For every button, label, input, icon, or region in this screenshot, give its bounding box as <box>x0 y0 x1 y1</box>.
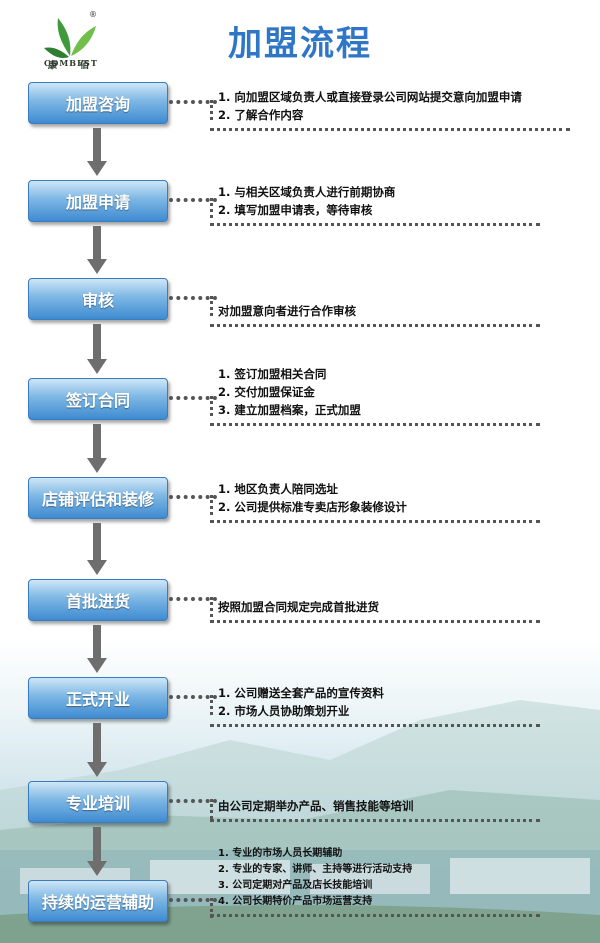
step-label: 正式开业 <box>65 690 130 709</box>
page-title: 加盟流程 <box>228 24 372 64</box>
step-box: 签订合同 <box>28 378 168 420</box>
detail-line: 由公司定期举办产品、销售技能等培训 <box>218 799 414 813</box>
step-details: 1. 签订加盟相关合同 2. 交付加盟保证金 3. 建立加盟档案，正式加盟 <box>218 365 361 419</box>
dotted-connector <box>169 799 217 803</box>
step-box: 加盟申请 <box>28 180 168 222</box>
dotted-connector <box>210 296 213 316</box>
detail-line: 1. 专业的市场人员长期辅助 <box>218 848 343 859</box>
step-box: 持续的运营辅助 <box>28 880 168 922</box>
svg-text:康: 康 <box>48 59 58 71</box>
registered-mark: ® <box>89 10 97 19</box>
step-details: 按照加盟合同规定完成首批进货 <box>218 598 379 616</box>
detail-line: 1. 地区负责人陪同选址 <box>218 482 338 496</box>
step-details: 由公司定期举办产品、销售技能等培训 <box>218 797 414 815</box>
dotted-connector <box>210 198 213 218</box>
step-label: 持续的运营辅助 <box>41 893 154 912</box>
down-arrow-icon <box>87 523 107 575</box>
step-label: 店铺评估和装修 <box>41 490 154 509</box>
step-details: 1. 向加盟区域负责人或直接登录公司网站提交意向加盟申请 2. 了解合作内容 <box>218 88 522 124</box>
dotted-underline <box>210 128 570 131</box>
dotted-connector <box>169 597 217 601</box>
down-arrow-icon <box>87 324 107 374</box>
step-box: 首批进货 <box>28 579 168 621</box>
step-label: 加盟申请 <box>65 193 130 212</box>
down-arrow-icon <box>87 424 107 473</box>
dotted-connector <box>210 396 213 416</box>
dotted-connector <box>169 898 217 902</box>
dotted-connector <box>210 100 213 120</box>
down-arrow-icon <box>87 226 107 274</box>
detail-line: 2. 了解合作内容 <box>218 108 304 122</box>
dotted-connector <box>169 296 217 300</box>
step-details: 1. 专业的市场人员长期辅助 2. 专业的专家、讲师、主持等进行活动支持 3. 公司… <box>218 846 412 910</box>
step-label: 签订合同 <box>65 391 130 410</box>
down-arrow-icon <box>87 827 107 876</box>
dotted-connector <box>210 597 213 617</box>
dotted-underline <box>210 914 540 917</box>
detail-line: 2. 交付加盟保证金 <box>218 385 315 399</box>
step-details: 1. 与相关区域负责人进行前期协商 2. 填写加盟申请表，等待审核 <box>218 183 395 219</box>
step-box: 正式开业 <box>28 677 168 719</box>
dotted-connector <box>169 198 217 202</box>
detail-line: 对加盟意向者进行合作审核 <box>218 304 356 318</box>
dotted-connector <box>169 100 217 104</box>
dotted-connector <box>169 396 217 400</box>
dotted-connector <box>210 898 213 918</box>
step-label: 审核 <box>81 291 114 310</box>
step-details: 1. 地区负责人陪同选址 2. 公司提供标准专卖店形象装修设计 <box>218 480 407 516</box>
detail-line: 2. 公司提供标准专卖店形象装修设计 <box>218 500 407 514</box>
dotted-connector <box>210 799 213 819</box>
brand-name: COMBEST <box>44 58 98 68</box>
down-arrow-icon <box>87 625 107 673</box>
dotted-underline <box>210 423 540 426</box>
detail-line: 按照加盟合同规定完成首批进货 <box>218 600 379 614</box>
detail-line: 2. 填写加盟申请表，等待审核 <box>218 203 373 217</box>
svg-text:佰: 佰 <box>80 59 89 71</box>
step-box: 加盟咨询 <box>28 82 168 124</box>
detail-line: 3. 建立加盟档案，正式加盟 <box>218 403 361 417</box>
detail-line: 1. 向加盟区域负责人或直接登录公司网站提交意向加盟申请 <box>218 90 522 104</box>
step-details: 1. 公司赠送全套产品的宣传资料 2. 市场人员协助策划开业 <box>218 684 384 720</box>
detail-line: 1. 签订加盟相关合同 <box>218 367 327 381</box>
dotted-underline <box>210 324 540 327</box>
dotted-connector <box>210 495 213 515</box>
detail-line: 1. 公司赠送全套产品的宣传资料 <box>218 686 384 700</box>
step-box: 店铺评估和装修 <box>28 477 168 519</box>
step-label: 首批进货 <box>65 592 130 611</box>
detail-line: 1. 与相关区域负责人进行前期协商 <box>218 185 396 199</box>
detail-line: 3. 公司定期对产品及店长技能培训 <box>218 880 373 891</box>
dotted-connector <box>210 695 213 715</box>
detail-line: 2. 市场人员协助策划开业 <box>218 704 350 718</box>
down-arrow-icon <box>87 128 107 176</box>
dotted-underline <box>210 724 540 727</box>
step-label: 加盟咨询 <box>65 95 130 114</box>
step-box: 专业培训 <box>28 781 168 823</box>
dotted-underline <box>210 520 540 523</box>
step-box: 审核 <box>28 278 168 320</box>
down-arrow-icon <box>87 723 107 777</box>
dotted-connector <box>169 695 217 699</box>
dotted-underline <box>210 223 540 226</box>
step-details: 对加盟意向者进行合作审核 <box>218 302 356 320</box>
step-label: 专业培训 <box>65 794 130 813</box>
dotted-underline <box>210 620 540 623</box>
detail-line: 2. 专业的专家、讲师、主持等进行活动支持 <box>218 864 413 875</box>
detail-line: 4. 公司长期特价产品市场运营支持 <box>218 896 373 907</box>
dotted-underline <box>210 819 540 822</box>
dotted-connector <box>169 495 217 499</box>
leaf-logo-icon: 康 佰 <box>44 18 96 71</box>
